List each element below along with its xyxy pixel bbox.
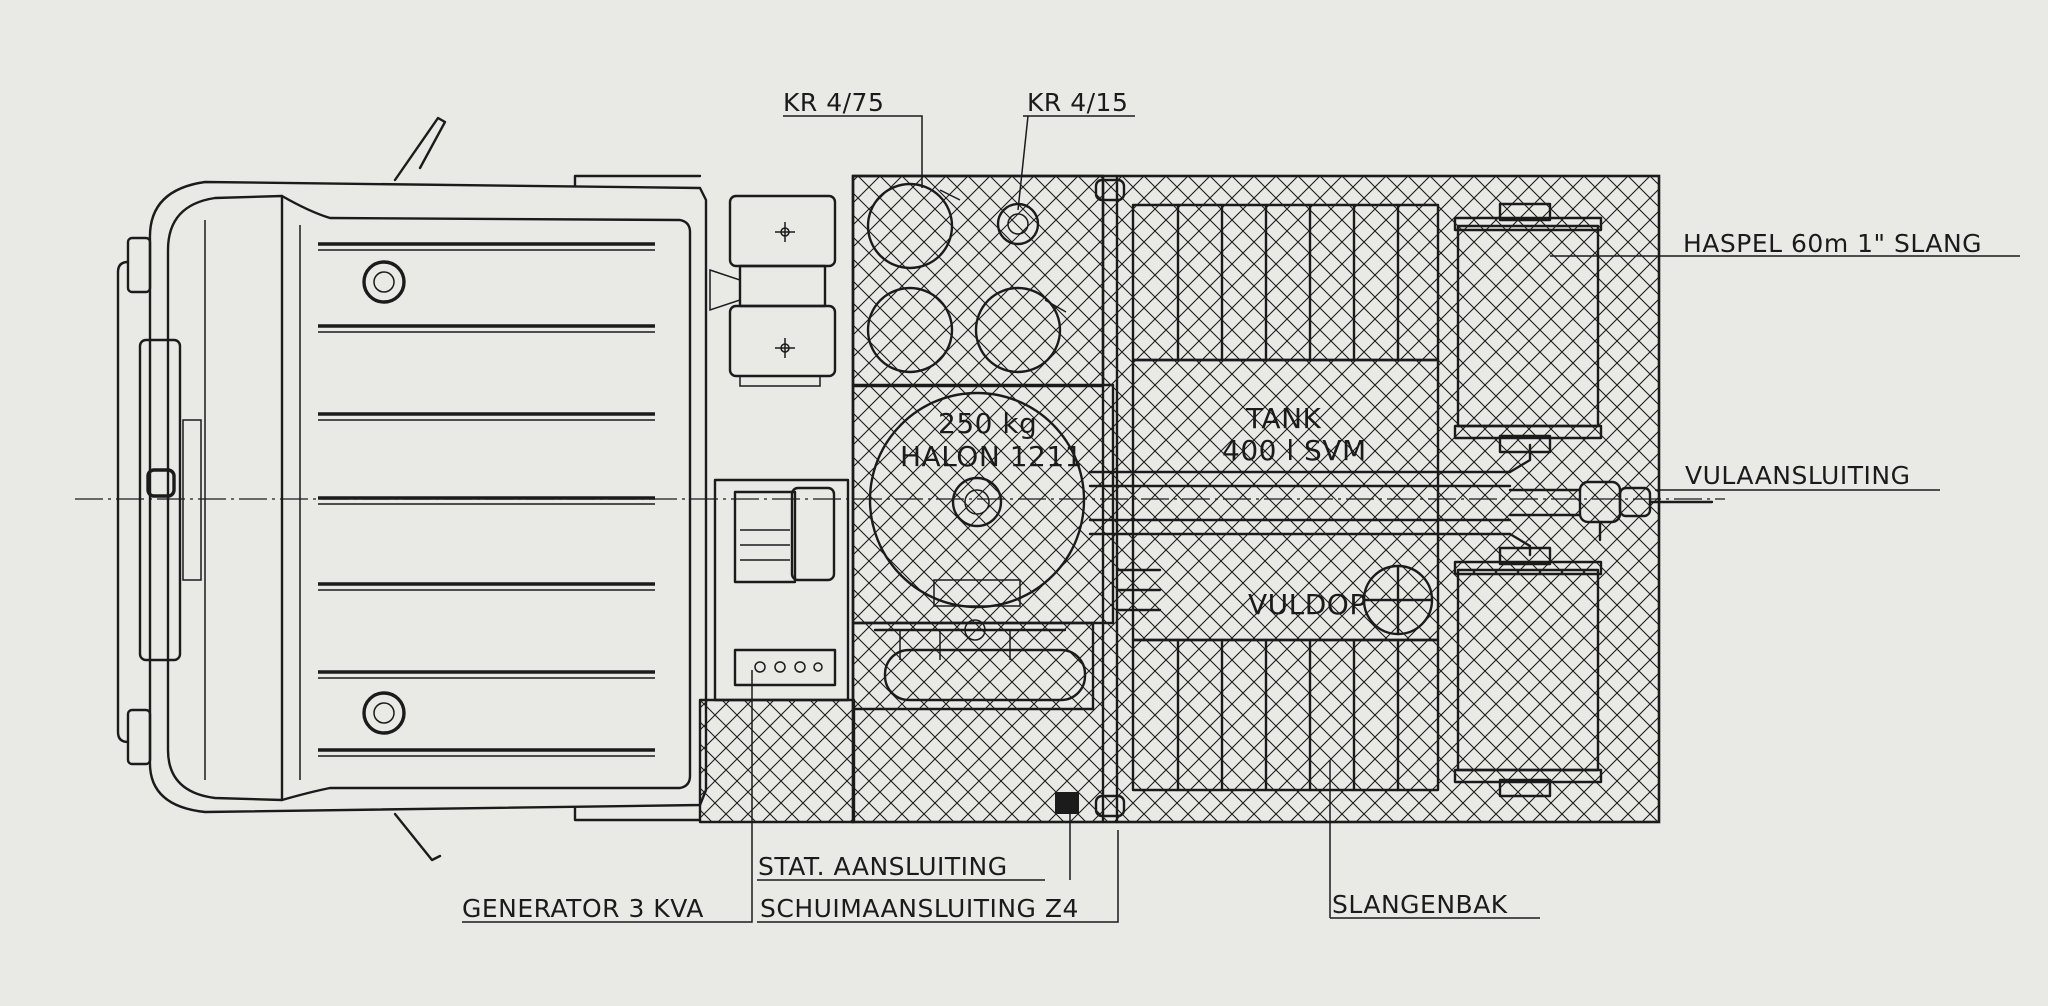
kr-4-15-label: KR 4/15 bbox=[1027, 88, 1128, 117]
slangenbak-label: SLANGENBAK bbox=[1332, 890, 1508, 919]
vertical-pipe bbox=[1055, 174, 1162, 824]
leader-lines bbox=[462, 115, 2020, 923]
hose-reel-upper bbox=[1453, 202, 1603, 454]
halon-weight-label: 250 kg bbox=[938, 407, 1037, 440]
stat-aansluiting-label: STAT. AANSLUITING bbox=[758, 852, 1008, 881]
hose-box-lower bbox=[1131, 638, 1440, 792]
halon-tank: 250 kg HALON 1211 bbox=[851, 383, 1115, 625]
equipment-body bbox=[698, 174, 1661, 824]
truck-cab bbox=[116, 116, 708, 862]
halon-name-label: HALON 1211 bbox=[900, 440, 1083, 473]
generator-unit bbox=[713, 478, 850, 702]
water-tank: TANK 400 l SVM VULDOP bbox=[1088, 358, 1512, 642]
cabinet-units bbox=[709, 194, 837, 387]
tank-title-label: TANK bbox=[1245, 402, 1322, 435]
pump-assembly bbox=[851, 619, 1095, 711]
filling-connection bbox=[1508, 443, 1714, 557]
haspel-label: HASPEL 60m 1" SLANG bbox=[1683, 229, 1982, 258]
tank-capacity-label: 400 l SVM bbox=[1222, 434, 1367, 467]
schuimaansluiting-label: SCHUIMAANSLUITING Z4 bbox=[760, 894, 1079, 923]
kr-4-75-label: KR 4/75 bbox=[783, 88, 884, 117]
vuldop-label: VULDOP bbox=[1248, 588, 1367, 621]
generator-label: GENERATOR 3 KVA bbox=[462, 894, 704, 923]
vulaansluiting-label: VULAANSLUITING bbox=[1685, 461, 1910, 490]
hose-reel-lower bbox=[1453, 546, 1603, 798]
